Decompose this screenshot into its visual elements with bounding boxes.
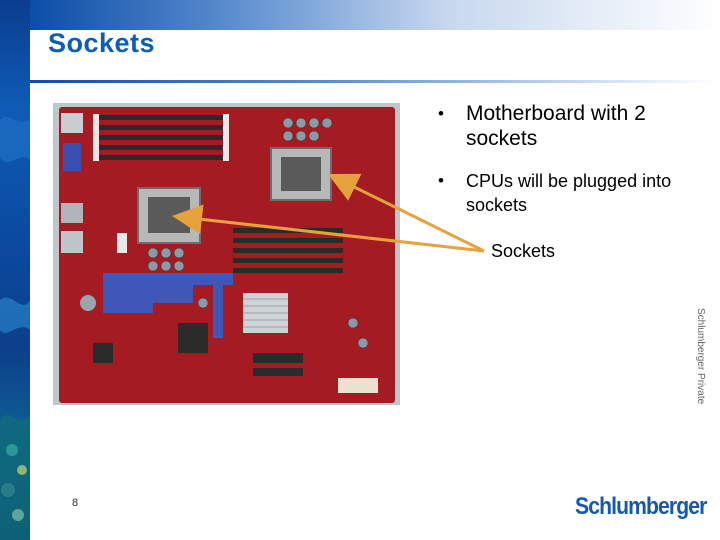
company-logo: Schlumberger (575, 493, 707, 520)
bullet-glyph: • (438, 171, 444, 190)
bullet-glyph: • (438, 104, 444, 123)
arrow-to-socket-right (327, 173, 485, 253)
ocean-background-strip (0, 0, 30, 540)
slide-title: Sockets (48, 28, 156, 58)
bullet-text: Motherboard with 2 sockets (466, 102, 646, 150)
motherboard-photo (53, 103, 400, 405)
callout-label: Sockets (491, 241, 556, 261)
bullet-text: CPUs will be plugged into sockets (466, 171, 672, 215)
classification-label: Schlumberger Private (695, 308, 706, 405)
motherboard-drawing (61, 113, 378, 393)
title-divider (30, 80, 720, 83)
arrow-to-socket-left (172, 204, 485, 253)
page-number: 8 (72, 497, 79, 509)
header-band (30, 0, 720, 30)
